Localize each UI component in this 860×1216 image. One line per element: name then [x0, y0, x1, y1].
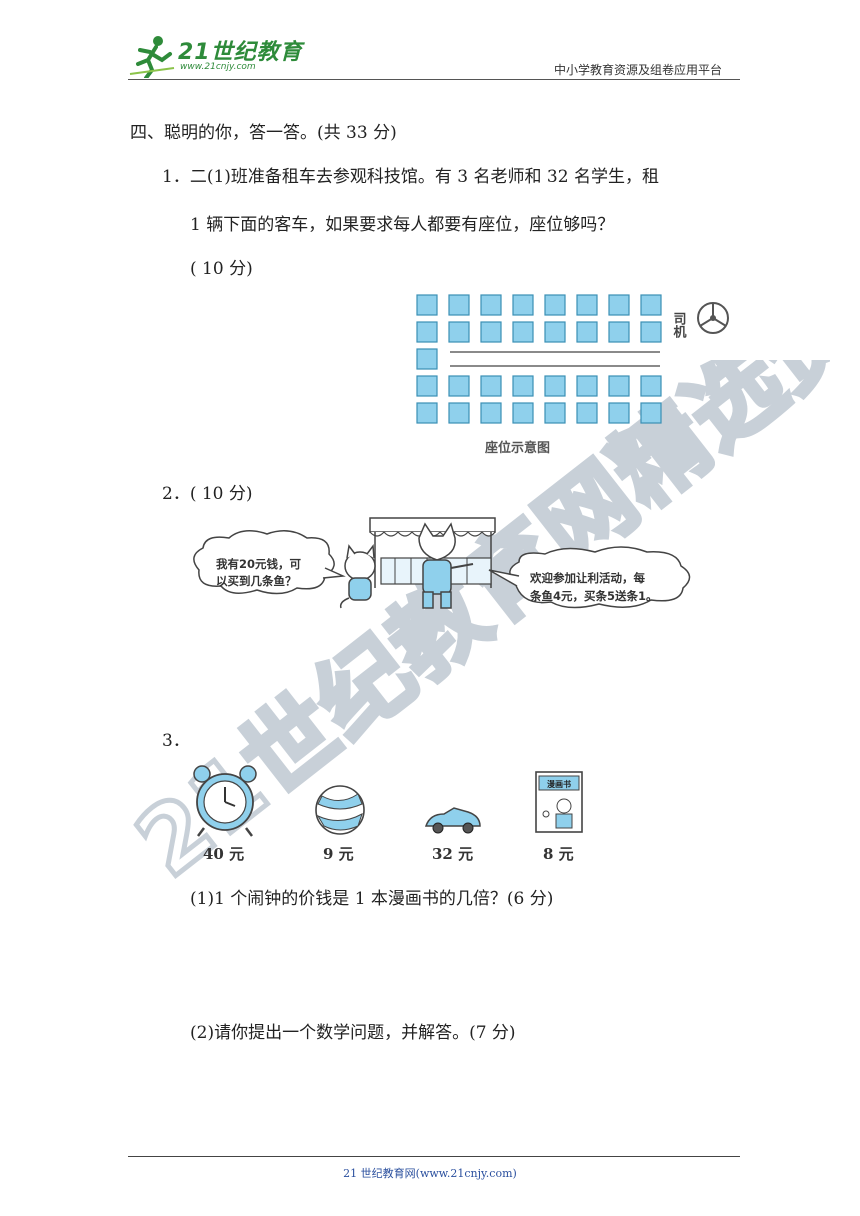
q3-label: 3． — [162, 731, 190, 751]
page-header: 21世纪教育 www.21cnjy.com 中小学教育资源及组卷应用平台 — [128, 30, 740, 80]
left-speech-bubble — [193, 530, 335, 595]
price-toy-car: 32 元 — [432, 845, 474, 863]
toy-car-icon — [424, 807, 481, 834]
steering-wheel-icon — [697, 302, 729, 334]
section-title: 四、聪明的你，答一答。(共 33 分) — [130, 123, 397, 143]
driver-label: 司机 — [671, 312, 687, 339]
site-logo[interactable]: 21世纪教育 www.21cnjy.com — [128, 34, 308, 80]
left-bubble-line1: 我有20元钱，可 — [216, 557, 302, 571]
q1-line1: 1．二(1)班准备租车去参观科技馆。有 3 名老师和 32 名学生，租 — [162, 167, 659, 187]
q3-sub2: (2)请你提出一个数学问题，并解答。(7 分) — [190, 1023, 516, 1043]
footer-text[interactable]: 21 世纪教育网(www.21cnjy.com) — [343, 1167, 517, 1180]
right-speech-bubble — [509, 546, 691, 609]
fish-shop-illustration — [193, 517, 691, 609]
site-tagline: 中小学教育资源及组卷应用平台 — [553, 63, 722, 77]
q3-sub1: (1)1 个闹钟的价钱是 1 本漫画书的几倍？(6 分) — [190, 889, 554, 909]
logo-url: www.21cnjy.com — [180, 62, 256, 72]
cat-icon — [339, 543, 376, 609]
comic-title: 漫画书 — [547, 779, 571, 789]
runner-logo-icon — [129, 36, 175, 80]
q1-score: ( 10 分) — [190, 259, 253, 279]
price-comic-book: 8 元 — [543, 845, 574, 863]
logo-text: 21世纪教育 — [178, 40, 303, 65]
right-bubble-line1: 欢迎参加让利活动，每 — [530, 571, 645, 585]
fox-shopkeeper-icon — [418, 522, 474, 609]
q1-line2: 1 辆下面的客车，如果要求每人都要有座位，座位够吗？ — [190, 215, 615, 235]
price-alarm-clock: 40 元 — [203, 845, 245, 863]
q2-label: 2．( 10 分) — [162, 484, 253, 504]
seat-diagram-caption: 座位示意图 — [485, 441, 551, 456]
comic-book-icon: 漫画书 — [535, 771, 583, 833]
right-bubble-line2: 条鱼4元，买条5送条1。 — [530, 589, 658, 603]
ball-icon — [315, 785, 365, 835]
footer-divider — [128, 1156, 740, 1157]
price-ball: 9 元 — [323, 845, 354, 863]
seat-diagram: 司机 — [416, 294, 729, 424]
alarm-clock-icon — [193, 765, 257, 837]
header-divider — [128, 79, 740, 80]
left-bubble-line2: 以买到几条鱼？ — [216, 574, 297, 588]
